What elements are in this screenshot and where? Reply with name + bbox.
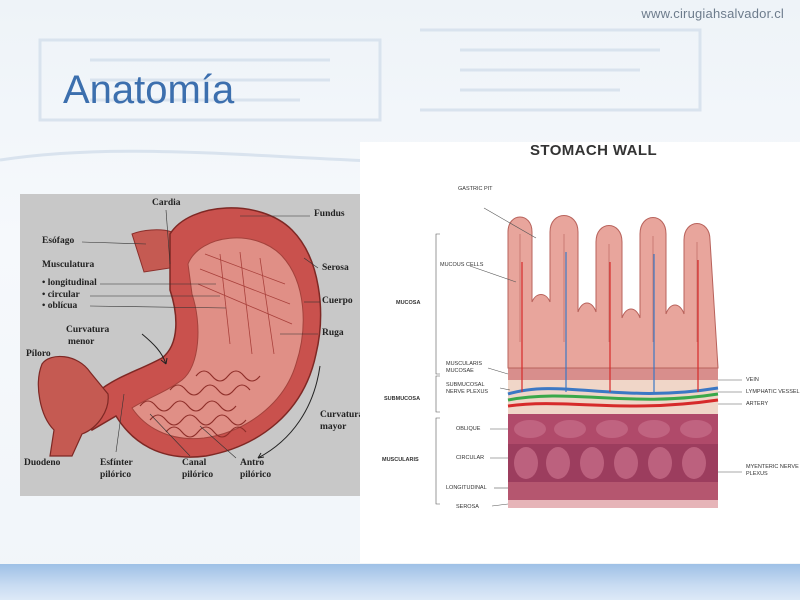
muscularis-longitudinal-layer (508, 482, 718, 500)
vein-vessel (507, 386, 719, 396)
label-serosa: Serosa (322, 263, 349, 273)
label-muscularis: MUSCULARIS (382, 457, 419, 463)
label-vein: VEIN (746, 377, 759, 383)
label-curvatura-mayor-1: Curvatura (320, 410, 364, 420)
lymphatic-vessel (507, 392, 719, 402)
label-submucosal-plexus-2: NERVE PLEXUS (446, 389, 489, 395)
label-longitudinal: • longitudinal (42, 278, 97, 288)
label-duodeno: Duodeno (24, 458, 61, 468)
label-cuerpo: Cuerpo (322, 296, 353, 306)
stomach-wall-illustration (435, 207, 742, 508)
label-esofago: Esófago (42, 236, 75, 246)
website-url: www.cirugiahsalvador.cl (641, 6, 784, 21)
label-circular: • circular (42, 290, 80, 300)
label-mucous-cells: MUCOUS CELLS (440, 262, 484, 268)
serosa-layer (508, 500, 718, 508)
label-obliqua: • oblícua (42, 301, 78, 311)
mucosa-layer (507, 215, 719, 369)
stomach-anatomy-figure: Cardia Fundus Esófago Serosa Musculatura… (20, 194, 364, 496)
label-muscularis-mucosae-2: MUCOSAE (446, 368, 474, 374)
label-curvatura-menor-1: Curvatura (66, 325, 110, 335)
label-antro-2: pilórico (240, 470, 272, 480)
stomach-inner (131, 237, 304, 440)
label-serosa-layer: SEROSA (456, 504, 479, 510)
label-canal-1: Canal (182, 458, 207, 468)
label-submucosal-plexus-1: SUBMUCOSAL (446, 382, 485, 388)
label-fundus: Fundus (314, 209, 345, 219)
label-gastric-pit: GASTRIC PIT (458, 186, 493, 192)
label-piloro: Píloro (26, 349, 51, 359)
label-circular-layer: CIRCULAR (456, 455, 485, 461)
label-mucosa: MUCOSA (396, 300, 421, 306)
label-myenteric-plexus-1: MYENTERIC NERVE (746, 464, 799, 470)
label-oblique: OBLIQUE (456, 426, 481, 432)
stomach-illustration (37, 207, 322, 459)
label-cardia: Cardia (152, 198, 181, 208)
label-lymphatic-vessel: LYMPHATIC VESSEL (746, 389, 800, 395)
label-curvatura-mayor-2: mayor (320, 422, 347, 432)
label-ruga: Ruga (322, 328, 344, 338)
label-muscularis-mucosae-1: MUSCULARIS (446, 361, 483, 367)
label-musculatura: Musculatura (42, 260, 95, 270)
label-myenteric-plexus-2: PLEXUS (746, 471, 768, 477)
esophagus-shape (131, 229, 173, 273)
label-canal-2: pilórico (182, 470, 214, 480)
duodenum-shape (37, 355, 109, 457)
greater-curvature-arrow (257, 365, 321, 459)
label-artery: ARTERY (746, 401, 769, 407)
label-curvatura-menor-2: menor (68, 337, 95, 347)
label-antro-1: Antro (240, 458, 265, 468)
footer-bar (0, 564, 800, 600)
label-longitudinal-layer: LONGITUDINAL (446, 485, 487, 491)
label-esfinter-2: pilórico (100, 470, 132, 480)
stomach-wall-figure: GASTRIC PIT MUCOUS CELLS MUCOSA MUSCULAR… (360, 142, 800, 563)
stomach-wall-title: STOMACH WALL (530, 142, 658, 159)
artery-vessel (507, 398, 719, 408)
label-submucosa: SUBMUCOSA (384, 396, 421, 402)
page-title: Anatomía (63, 68, 235, 112)
label-esfinter-1: Esfínter (100, 458, 133, 468)
lesser-curvature-arrow (141, 333, 167, 365)
muscularis-mucosae-layer (508, 368, 718, 380)
